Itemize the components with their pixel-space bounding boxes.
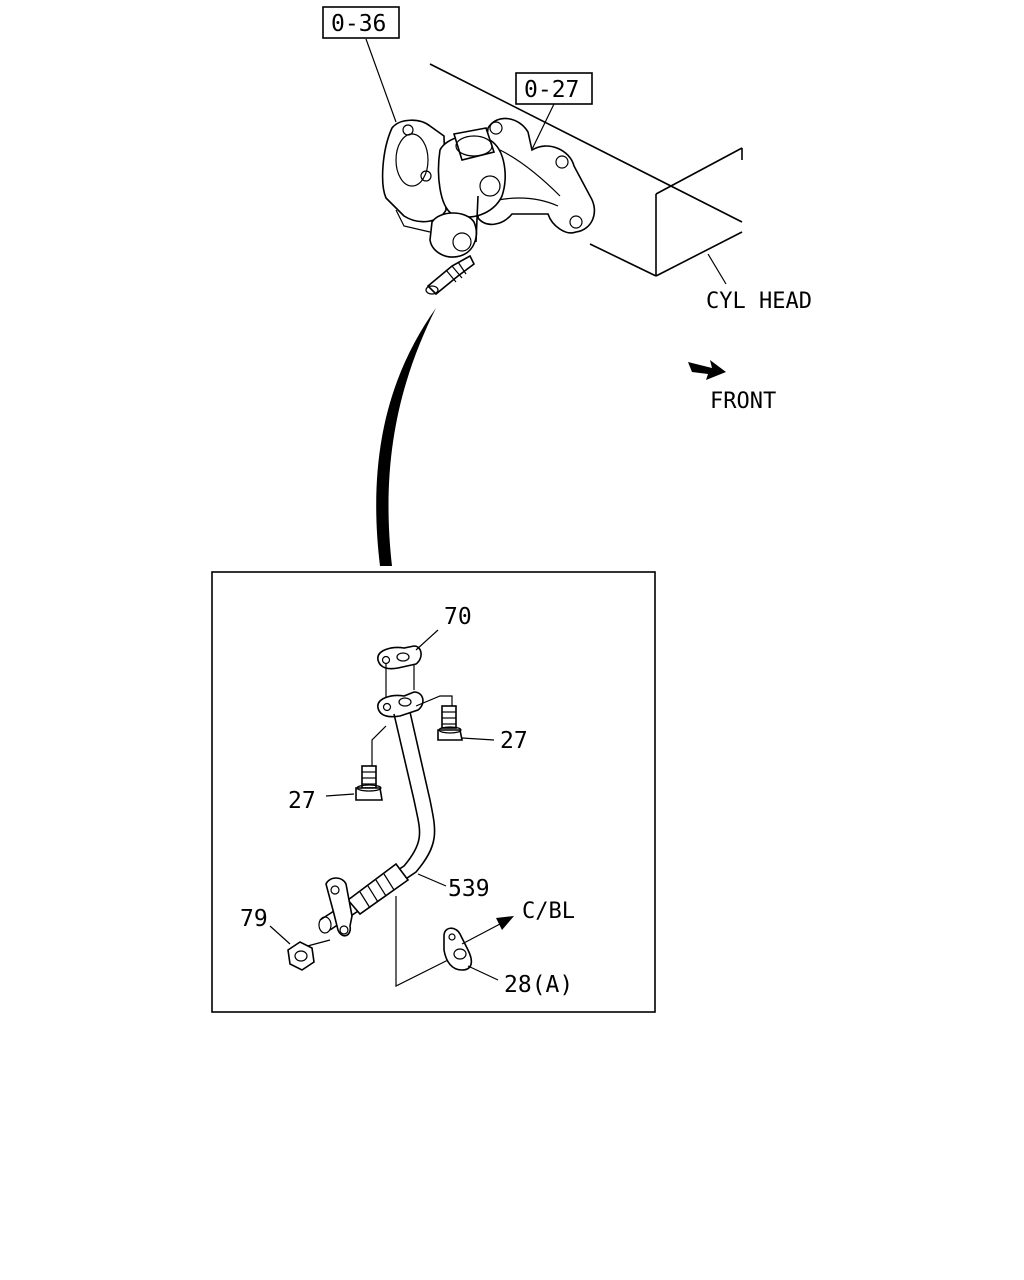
turbo-ref-label: 0-36: [331, 11, 386, 37]
callout-539: 539: [448, 876, 490, 902]
callout-70: 70: [444, 604, 472, 630]
callout-28a-leader: [467, 965, 499, 981]
callout-27-left-leader: [325, 793, 355, 797]
detail-box: [211, 571, 656, 1013]
gasket-70: [377, 645, 422, 670]
manifold-ref-label: 0-27: [524, 77, 579, 103]
gasket-28a: [443, 927, 473, 971]
callout-27-right: 27: [500, 728, 528, 754]
cyl-head-leader: [707, 253, 727, 285]
c-bl-label: C/BL: [522, 899, 575, 924]
nut-79: [287, 941, 315, 971]
turbo-ref-box[interactable]: 0-36: [322, 6, 400, 39]
callout-27-left: 27: [288, 788, 316, 814]
pipe-flange: [377, 691, 424, 718]
c-bl-arrow-icon: [461, 916, 514, 945]
cylinder-head-block: [429, 63, 743, 277]
oil-pipe-539: [318, 711, 436, 937]
bolt-left: [355, 765, 383, 801]
callout-79: 79: [240, 906, 268, 932]
callout-28a: 28(A): [504, 972, 573, 998]
manifold-ref-box[interactable]: 0-27: [515, 72, 593, 105]
oil-fitting: [425, 254, 476, 296]
callout-27-right-leader: [461, 737, 495, 741]
front-label: FRONT: [710, 389, 776, 414]
callout-79-leader: [269, 925, 291, 945]
callout-539-leader: [417, 873, 447, 887]
detail-connector: [376, 308, 436, 566]
cyl-head-label: CYL HEAD: [706, 289, 812, 314]
exhaust-manifold: [477, 117, 596, 234]
front-arrow-icon: [688, 360, 726, 380]
turbo-ref-leader: [365, 38, 397, 123]
bolt-right: [437, 705, 463, 741]
turbocharger: [381, 119, 506, 258]
callout-70-leader: [415, 629, 439, 651]
